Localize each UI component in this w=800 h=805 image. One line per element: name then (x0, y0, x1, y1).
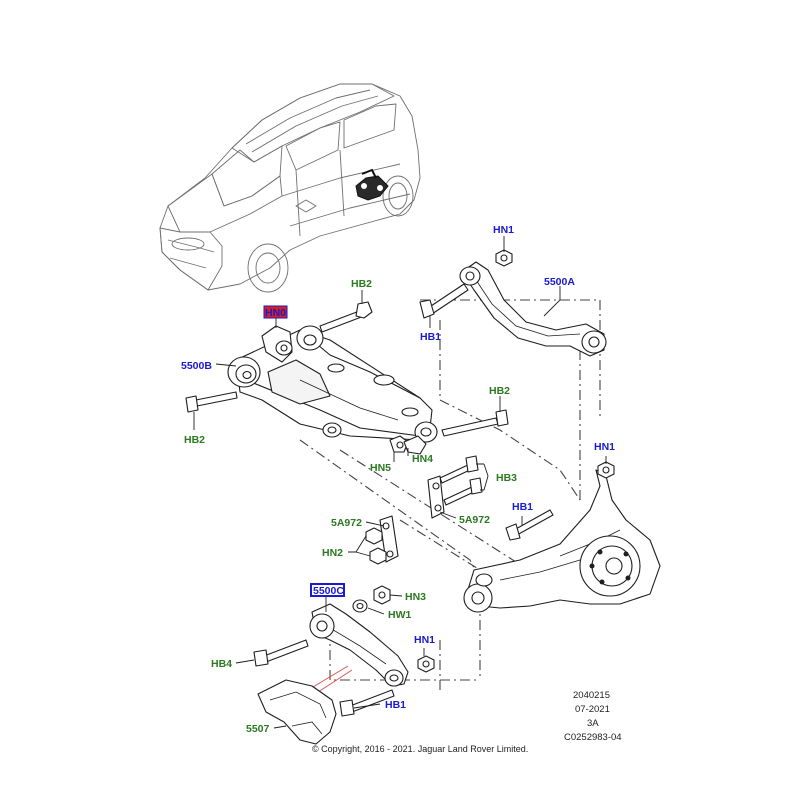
callout-hn3: HN3 (405, 591, 426, 603)
callout-5a972-right: 5A972 (459, 514, 490, 526)
meta-line-1: 2040215 (573, 690, 610, 701)
bolt-hb2-top (319, 301, 373, 333)
lower-arm-5500c (309, 603, 409, 687)
callout-5a972-left: 5A972 (331, 517, 362, 529)
callout-hb3: HB3 (496, 472, 517, 484)
callout-hb1-top: HB1 (420, 331, 441, 343)
callout-hb1-bottom: HB1 (385, 699, 406, 711)
bolt-hb2-left (185, 391, 238, 413)
callout-hn1-bottom: HN1 (414, 634, 435, 646)
callout-hb4: HB4 (211, 658, 232, 670)
callout-hb2-right: HB2 (489, 385, 510, 397)
callout-5500a: 5500A (544, 276, 575, 288)
nut-hn1-top (495, 249, 513, 267)
nut-hn1-bottom (417, 655, 435, 673)
washer-hw1 (352, 599, 368, 613)
meta-line-2: 07-2021 (575, 704, 610, 715)
callout-hn5: HN5 (370, 462, 391, 474)
bolt-hb1-top (419, 283, 469, 319)
callout-5507: 5507 (246, 723, 270, 735)
callout-labels: HN1 5500A HB2 HN0 HB1 5500B HB2 HB2 HN1 … (181, 224, 615, 735)
illustration-meta: 2040215 07-2021 3A C0252983-04 (564, 690, 622, 743)
nut-hn1-right (597, 461, 615, 479)
callout-5500b: 5500B (181, 360, 212, 372)
shield-5507 (257, 679, 337, 745)
rear-suspension-location-icon (355, 168, 389, 201)
5500c-highlight-box (310, 583, 345, 597)
bolt-hb1-mid (505, 509, 554, 541)
nuts-hn4-hn5 (389, 435, 427, 455)
callout-hb2-left: HB2 (184, 434, 205, 446)
bracket-5a972-right (427, 475, 445, 519)
callout-hn0: HN0 (265, 307, 286, 319)
callout-hb2-top: HB2 (351, 278, 372, 290)
callout-hw1: HW1 (388, 609, 411, 621)
meta-line-3: 3A (587, 718, 599, 729)
callout-hn1-top: HN1 (493, 224, 514, 236)
leader-lines (193, 236, 607, 729)
vehicle-illustration (159, 83, 421, 293)
nut-hn3 (373, 585, 391, 605)
hn0-highlight-box (263, 305, 288, 319)
rear-subframe (227, 325, 438, 443)
bolt-hb4 (253, 639, 309, 667)
upper-arm-5500a (459, 261, 607, 357)
copyright-text: © Copyright, 2016 - 2021. Jaguar Land Ro… (312, 744, 528, 754)
nuts-hn2 (365, 527, 387, 565)
callout-hn1-right: HN1 (594, 441, 615, 453)
bolts-hb3 (439, 455, 483, 506)
meta-line-4: C0252983-04 (564, 732, 622, 743)
wheel-knuckle (463, 469, 661, 613)
bracket-5a972-left (379, 515, 399, 563)
callout-hb1-mid: HB1 (512, 501, 533, 513)
callout-hn2: HN2 (322, 547, 343, 559)
callout-hn4: HN4 (412, 453, 433, 465)
callout-5500c: 5500C (313, 585, 344, 597)
bolt-hb2-right (441, 409, 509, 437)
